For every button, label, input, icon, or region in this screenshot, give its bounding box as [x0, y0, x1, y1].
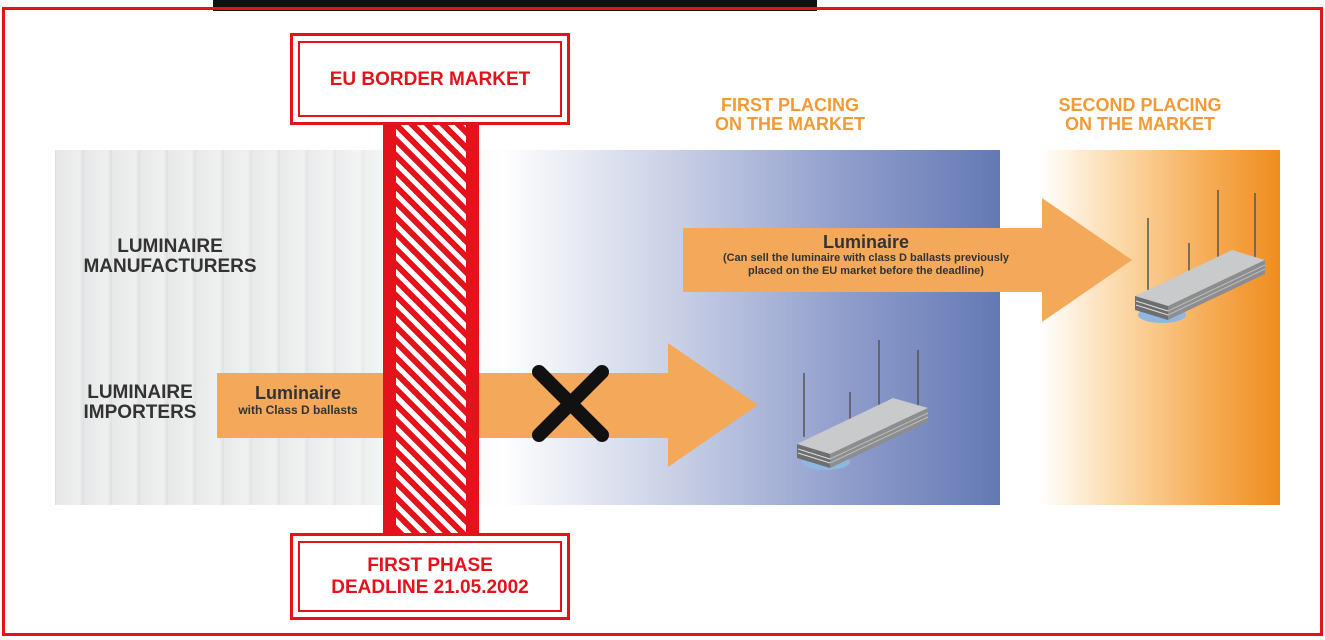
importers-label: LUMINAIRE IMPORTERS — [70, 383, 210, 423]
allowed-arrow-title: Luminaire — [822, 232, 910, 252]
blocked-arrow-title: Luminaire — [254, 383, 342, 403]
second-placing-line2: ON THE MARKET — [1065, 114, 1215, 134]
luminaire-icon — [1135, 190, 1266, 323]
manufacturers-line1: LUMINAIRE — [117, 236, 223, 257]
second-placing-line1: SECOND PLACING — [1058, 95, 1222, 115]
second-placing-panel — [1040, 150, 1280, 505]
first-placing-line1: FIRST PLACING — [721, 95, 859, 115]
manufacturers-line2: MANUFACTURERS — [83, 256, 257, 277]
deadline-box: FIRST PHASE DEADLINE 21.05.2002 — [290, 533, 570, 620]
blocked-arrow-tail — [217, 373, 387, 438]
blocked-arrow — [478, 343, 758, 467]
first-placing-heading: FIRST PLACING ON THE MARKET — [680, 96, 900, 134]
top-black-bar — [213, 0, 817, 11]
importers-line1: LUMINAIRE — [87, 382, 193, 403]
eu-border-hatch — [396, 125, 466, 533]
luminaire-icon — [797, 340, 929, 470]
eu-border-market-box: EU BORDER MARKET — [290, 33, 570, 125]
diagram-frame — [2, 7, 1323, 636]
deadline-text: FIRST PHASE DEADLINE 21.05.2002 — [293, 555, 567, 599]
allowed-arrow-subtitle-line2: placed on the EU market before the deadl… — [748, 265, 984, 277]
allowed-arrow-text: Luminaire (Can sell the luminaire with c… — [686, 232, 1046, 278]
cross-icon — [532, 365, 609, 442]
allowed-arrow — [683, 198, 1132, 322]
second-placing-heading: SECOND PLACING ON THE MARKET — [1020, 96, 1260, 134]
manufacturers-label: LUMINAIRE MANUFACTURERS — [60, 237, 280, 277]
first-placing-panel — [500, 150, 1000, 505]
allowed-arrow-subtitle-line1: (Can sell the luminaire with class D bal… — [722, 252, 1010, 264]
blocked-arrow-subtitle: with Class D ballasts — [238, 403, 358, 417]
eu-border-market-box-inner — [298, 41, 562, 117]
deadline-line2: DEADLINE 21.05.2002 — [331, 577, 529, 598]
importers-line2: IMPORTERS — [83, 402, 197, 423]
deadline-line1: FIRST PHASE — [367, 555, 493, 576]
blocked-arrow-text: Luminaire with Class D ballasts — [218, 383, 378, 418]
eu-border-market-text: EU BORDER MARKET — [329, 69, 531, 90]
deadline-box-inner — [298, 541, 562, 612]
first-placing-line2: ON THE MARKET — [715, 114, 865, 134]
